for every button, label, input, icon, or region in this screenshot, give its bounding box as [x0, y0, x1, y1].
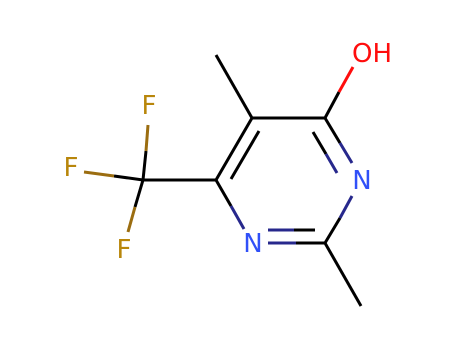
atom-f-bottom-label: F [117, 235, 132, 265]
bond-cf3-f-left-gold [83, 170, 115, 178]
bond-cf3-f-top-gold [144, 124, 150, 152]
bond-cf3-f-bottom-gold [126, 206, 137, 233]
bond-c4-n3-black [323, 117, 342, 144]
bond-c4-n3-blue [338, 142, 354, 164]
bond-c6-c5-inner [229, 130, 261, 180]
bond-cf3-f-bottom-black [133, 179, 145, 208]
atom-oh-label: OH [352, 39, 392, 69]
bond-c2-methyl [323, 242, 363, 307]
atom-f-left-label: F [64, 153, 79, 183]
bond-c4-n3-inner-blue [324, 153, 339, 174]
bond-c4-n3-inner-black [311, 131, 328, 155]
bond-cf3-f-top-black [141, 150, 148, 181]
bond-n3-c2-blue [338, 195, 354, 219]
atom-n1-label: N [243, 229, 262, 259]
bond-cf3-f-left-black [113, 174, 144, 182]
bond-n1-c6-blue [229, 205, 246, 230]
bond-n3-c2-black [323, 217, 342, 244]
bond-c6-c5 [214, 117, 254, 181]
atom-f-top-label: F [142, 91, 157, 121]
bond-c5-methyl [214, 54, 254, 119]
bond-c4-oh-black [323, 91, 341, 119]
atom-n3-label: N [352, 166, 371, 196]
bond-n1-c6-black [214, 179, 233, 207]
bond-c4-oh-red [337, 66, 355, 93]
